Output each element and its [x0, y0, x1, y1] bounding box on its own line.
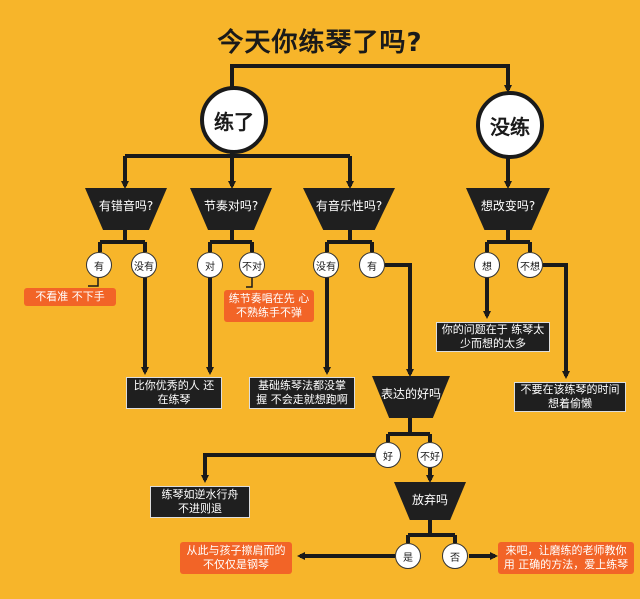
answer-yes-mistakes: 有 — [86, 252, 112, 278]
answer-wrong: 不对 — [239, 252, 265, 278]
note-teacher: 来吧，让磨练的老师教你用 正确的方法，爱上练琴 — [498, 542, 634, 574]
answer-notgood: 不好 — [417, 442, 443, 468]
answer-notwant: 不想 — [517, 252, 543, 278]
page-title: 今天你练琴了吗? — [217, 28, 423, 58]
answer-correct: 对 — [197, 252, 223, 278]
answer-no-musicality: 没有 — [313, 252, 339, 278]
note-inaccurate: 不看准 不下手 — [24, 288, 116, 306]
not-practiced-node: 没练 — [476, 91, 544, 159]
note-rhythm: 练节奏唱在先 心不熟练手不弹 — [224, 290, 314, 322]
note-giveup: 从此与孩子擦肩而的 不仅仅是钢琴 — [180, 542, 292, 574]
answer-want: 想 — [474, 252, 500, 278]
answer-yes-musicality: 有 — [359, 252, 385, 278]
box-dont-slack: 不要在该练琴的时间 想着偷懒 — [514, 382, 626, 412]
box-upstream: 练琴如逆水行舟 不进则退 — [150, 486, 250, 518]
box-basics: 基础练琴法都没掌握 不会走就想跑啊 — [249, 377, 355, 409]
answer-giveup-yes: 是 — [395, 543, 421, 569]
box-problem: 你的问题在于 练琴太少而想的太多 — [436, 322, 550, 352]
question-mistakes: 有错音吗? — [85, 188, 167, 230]
answer-no-mistakes: 没有 — [131, 252, 157, 278]
box-better-practicing: 比你优秀的人 还在练琴 — [126, 377, 222, 409]
answer-giveup-no: 否 — [442, 543, 468, 569]
answer-good: 好 — [375, 442, 401, 468]
practiced-node: 练了 — [200, 86, 268, 154]
